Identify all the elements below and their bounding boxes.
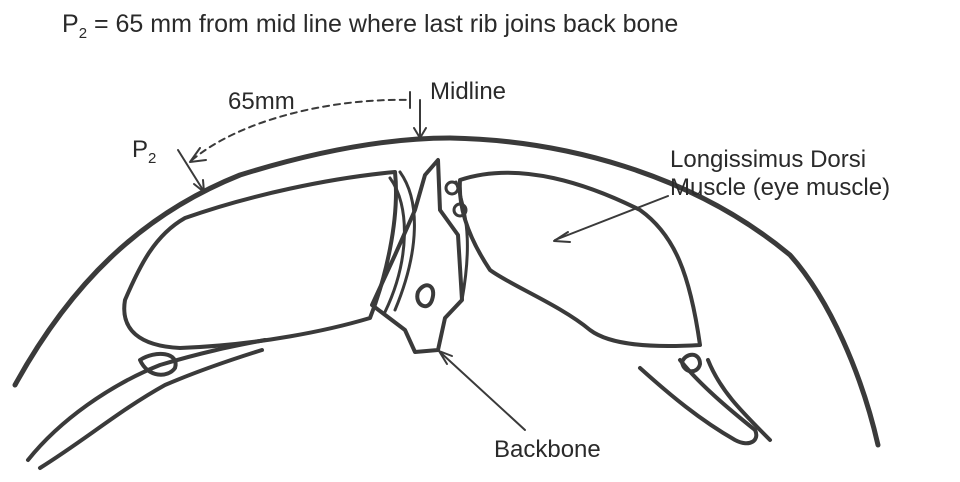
right-fat-node-1 [446, 182, 458, 194]
spinous-process [372, 160, 462, 352]
muscle-arrowhead [554, 232, 570, 242]
backbone-label: Backbone [494, 436, 601, 464]
backbone-pointer [440, 352, 525, 430]
p2-symbol: P [132, 136, 148, 163]
left-muscle-outline [124, 172, 396, 348]
measurement-arc [192, 100, 410, 160]
muscle-label-line-2: Muscle (eye muscle) [670, 174, 890, 202]
right-muscle-outline [460, 173, 700, 346]
midline-label: Midline [430, 78, 506, 106]
measurement-label: 65mm [228, 88, 295, 116]
right-rib [640, 360, 756, 443]
p2-pointer [178, 150, 203, 190]
p2-label: P2 [132, 136, 156, 168]
p2-subscript: 2 [148, 150, 156, 167]
muscle-label: Longissimus Dorsi Muscle (eye muscle) [670, 146, 890, 203]
muscle-label-line-1: Longissimus Dorsi [670, 146, 890, 174]
spinal-canal [417, 285, 433, 306]
